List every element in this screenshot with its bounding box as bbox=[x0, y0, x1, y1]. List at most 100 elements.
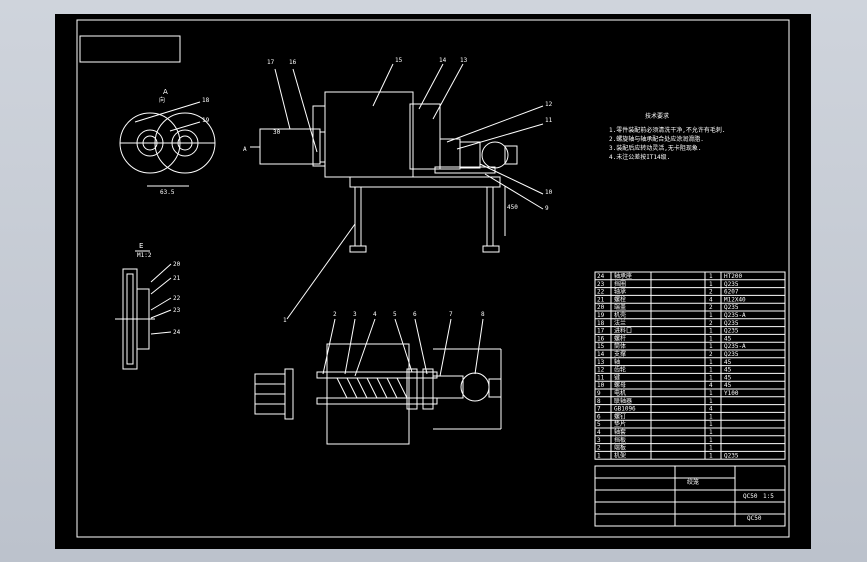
bom-cell: Y100 bbox=[724, 390, 739, 397]
dim-vertical: 450 bbox=[507, 204, 518, 211]
balloon-22: 22 bbox=[173, 295, 181, 302]
bom-cell: 3 bbox=[597, 437, 601, 444]
bom-cell: 轴承座 bbox=[614, 272, 632, 280]
balloon-3: 3 bbox=[353, 311, 357, 318]
bom-cell: 6 bbox=[597, 413, 601, 420]
bom-cell: 45 bbox=[724, 374, 732, 381]
tech-title: 技术要求 bbox=[645, 112, 669, 120]
bom-cell: 法兰 bbox=[614, 319, 626, 327]
balloon-23: 23 bbox=[173, 307, 181, 314]
bom-cell: GB1096 bbox=[614, 406, 636, 413]
bom-cell: 键 bbox=[614, 373, 620, 381]
balloon-16: 16 bbox=[289, 59, 297, 66]
balloon-7: 7 bbox=[449, 311, 453, 318]
bom-cell: 21 bbox=[597, 296, 605, 303]
bom-cell: 4 bbox=[597, 429, 601, 436]
bom-cell: 45 bbox=[724, 359, 732, 366]
bom-cell: 5 bbox=[597, 421, 601, 428]
balloon-18: 18 bbox=[202, 97, 210, 104]
balloon-2: 2 bbox=[333, 311, 337, 318]
bom-cell: 机架 bbox=[614, 451, 626, 459]
tech-note-4: 4.未注公差按IT14级. bbox=[609, 153, 670, 161]
bom-cell: Q235 bbox=[724, 452, 739, 459]
drawing-canvas: A 向 63.5 E M1:2 bbox=[76, 19, 790, 538]
bom-cell: 1 bbox=[709, 390, 713, 397]
bom-cell: 轴承 bbox=[614, 288, 626, 296]
bom-cell: 1 bbox=[709, 328, 713, 335]
balloon-4: 4 bbox=[373, 311, 377, 318]
bom-cell: 1 bbox=[709, 413, 713, 420]
bom-cell: 1 bbox=[709, 437, 713, 444]
bom-cell: 1 bbox=[709, 421, 713, 428]
plan-view bbox=[254, 318, 502, 445]
corner-box bbox=[79, 35, 181, 63]
bom-cell: 1 bbox=[597, 452, 601, 459]
balloon-19: 19 bbox=[202, 117, 210, 124]
balloon-15: 15 bbox=[395, 57, 403, 64]
bom-cell: 19 bbox=[597, 312, 605, 319]
balloons-main: 17 16 15 14 13 12 11 10 9 18 19 1 20 21 … bbox=[150, 57, 553, 336]
bom-cell: 15 bbox=[597, 343, 605, 350]
bom-cell: 4 bbox=[709, 382, 713, 389]
bom-cell: 2 bbox=[709, 289, 713, 296]
bom-cell: 1 bbox=[709, 398, 713, 405]
bom-cell: 1 bbox=[709, 335, 713, 342]
bom-cell: Q235 bbox=[724, 320, 739, 327]
bom-cell: 电机 bbox=[614, 389, 626, 397]
balloon-13: 13 bbox=[460, 57, 468, 64]
balloon-21: 21 bbox=[173, 275, 181, 282]
bom-cell: 8 bbox=[597, 398, 601, 405]
bom-cell: 45 bbox=[724, 382, 732, 389]
bom-cell: 4 bbox=[709, 296, 713, 303]
bom-cell: 18 bbox=[597, 320, 605, 327]
balloon-11: 11 bbox=[545, 117, 553, 124]
tech-note-2: 2.螺旋轴与轴承配合处应涂润滑脂. bbox=[609, 135, 704, 143]
technical-notes: 技术要求 1.零件装配前必须清洗干净,不允许有毛刺. 2.螺旋轴与轴承配合处应涂… bbox=[609, 112, 725, 161]
tech-note-3: 3.装配后应转动灵活,无卡阻现象. bbox=[609, 144, 701, 152]
view-a-pulley: A 向 63.5 bbox=[119, 88, 216, 196]
bom-cell: 23 bbox=[597, 281, 605, 288]
bom-cell: 螺杆 bbox=[614, 334, 626, 342]
drawing-sheet: A 向 63.5 E M1:2 bbox=[55, 14, 811, 549]
balloon-9: 9 bbox=[545, 205, 549, 212]
balloon-10: 10 bbox=[545, 189, 553, 196]
bom-cell: 垫片 bbox=[614, 420, 626, 428]
bom-cell: 1 bbox=[709, 273, 713, 280]
bom-cell: 24 bbox=[597, 273, 605, 280]
bom-cell: Q235-A bbox=[724, 312, 746, 319]
view-e-section: E M1:2 bbox=[115, 242, 155, 370]
bom-cell: 端板 bbox=[614, 444, 626, 452]
bom-cell: 螺栓 bbox=[614, 295, 626, 303]
balloon-5: 5 bbox=[393, 311, 397, 318]
bom-cell: 齿轮 bbox=[614, 366, 626, 374]
balloon-8: 8 bbox=[481, 311, 485, 318]
bom-cell: 9 bbox=[597, 390, 601, 397]
bom-cell: 12 bbox=[597, 367, 605, 374]
bom-cell: 2 bbox=[709, 320, 713, 327]
bom-cell: 2 bbox=[709, 304, 713, 311]
bom-cell: 2 bbox=[597, 445, 601, 452]
bom-cell: 联轴器 bbox=[614, 397, 632, 405]
bom-cell: 1 bbox=[709, 343, 713, 350]
balloon-1: 1 bbox=[283, 317, 287, 324]
bom-cell: 2 bbox=[709, 351, 713, 358]
title-code: QC50 bbox=[743, 493, 758, 500]
balloon-14: 14 bbox=[439, 57, 447, 64]
balloon-12: 12 bbox=[545, 101, 553, 108]
balloon-6: 6 bbox=[413, 311, 417, 318]
bom-cell: Q235 bbox=[724, 328, 739, 335]
bom-cell: 10 bbox=[597, 382, 605, 389]
balloon-24: 24 bbox=[173, 329, 181, 336]
bom-cell: 筒体 bbox=[614, 342, 626, 350]
bom-cell: 1 bbox=[709, 429, 713, 436]
balloon-17: 17 bbox=[267, 59, 275, 66]
bom-cell: 7 bbox=[597, 406, 601, 413]
bom-cell: Q235 bbox=[724, 351, 739, 358]
arrow-a: A bbox=[243, 146, 247, 153]
bom-cell: 轴套 bbox=[614, 428, 626, 436]
bom-cell: Q235-A bbox=[724, 343, 746, 350]
bom-cell: 1 bbox=[709, 445, 713, 452]
dim-30: 30 bbox=[273, 129, 281, 136]
